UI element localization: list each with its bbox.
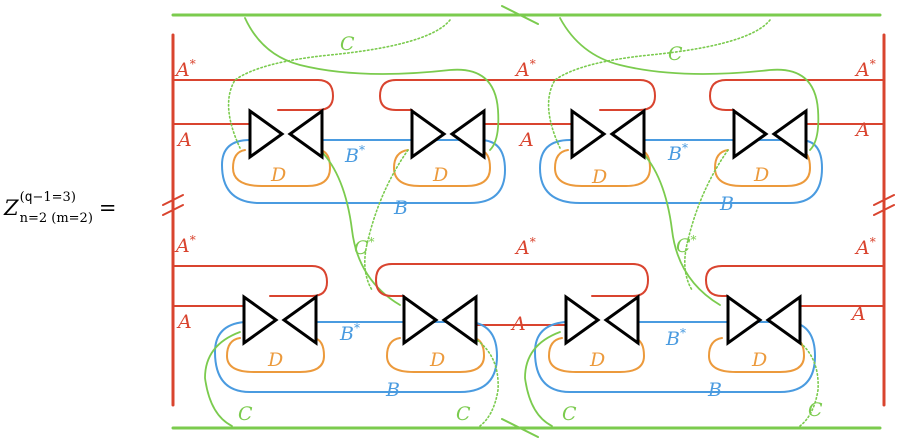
leg-label-c-star: C*: [676, 233, 697, 257]
middle-c-star-solid-left: [319, 149, 401, 306]
leg-label-b: B: [385, 379, 400, 401]
bottom-tick-mark: [501, 418, 539, 438]
middle-c-star-dotted-right: [684, 149, 729, 291]
bottom-d-loop-3: [547, 337, 646, 373]
leg-label-d: D: [432, 164, 448, 186]
leg-label-a: A: [854, 119, 870, 141]
middle-c-star-solid-right: [639, 149, 721, 306]
leg-label-d: D: [753, 164, 769, 186]
leg-label-a-star: A*: [854, 57, 876, 81]
bottom-d-loop-1: [225, 337, 326, 373]
leg-label-c-star: C*: [354, 235, 375, 259]
top-d-loop-4: [713, 149, 812, 187]
bottom-a-star-middle-end: [375, 279, 405, 297]
leg-label-c: C: [456, 403, 471, 425]
triangle-left-1: [287, 108, 324, 160]
top-c-dotted-right: [547, 19, 771, 149]
triangle-left-2: [449, 108, 486, 160]
leg-label-c: C: [562, 403, 577, 425]
leg-label-b: B: [719, 193, 734, 215]
leg-label-a: A: [518, 129, 534, 151]
top-a-star-middle: [379, 79, 657, 111]
bottom-b-loop-right: [533, 321, 817, 393]
triangle-right-8: [726, 294, 763, 346]
triangle-right-6: [402, 294, 439, 346]
triangle-tensors: [242, 108, 808, 346]
leg-label-a: A: [176, 129, 192, 151]
leg-label-a: A: [510, 313, 526, 335]
top-b-loop-left: [220, 139, 507, 204]
leg-label-d: D: [591, 166, 607, 188]
triangle-left-5: [281, 294, 318, 346]
top-d-loop-2: [392, 149, 492, 187]
leg-label-c: C: [808, 399, 823, 421]
top-a-star-right: [709, 79, 885, 97]
bottom-d-loop-4: [707, 337, 806, 373]
triangle-left-3: [609, 108, 646, 160]
leg-label-c: C: [668, 43, 683, 65]
lhs-subscript: n=2 (m=2): [19, 210, 93, 226]
lhs-symbol: Z: [4, 196, 19, 220]
leg-label-b-star: B*: [339, 321, 360, 345]
leg-label-d: D: [267, 349, 283, 371]
bottom-c-dotted-2: [793, 337, 819, 427]
equals-sign: =: [98, 196, 117, 220]
leg-label-a: A: [176, 311, 192, 333]
top-a-star-right-end: [709, 95, 735, 111]
triangle-right-4: [732, 108, 769, 160]
triangle-left-4: [771, 108, 808, 160]
lhs-scripts: (q−1=3) n=2 (m=2): [19, 191, 93, 226]
triangle-left-7: [603, 294, 640, 346]
leg-label-b-star: B*: [665, 326, 686, 350]
leg-label-d: D: [751, 349, 767, 371]
top-tick-mark: [501, 5, 539, 25]
leg-label-b: B: [707, 379, 722, 401]
bottom-b-loop-left: [213, 321, 499, 393]
top-a-star-middle-left-end: [379, 95, 413, 111]
leg-label-a-star: A*: [174, 57, 196, 81]
top-c-solid-left: [244, 17, 500, 151]
leg-label-a-star: A*: [854, 235, 876, 259]
lhs-superscript: (q−1=3): [19, 189, 76, 205]
triangle-left-6: [441, 294, 478, 346]
triangle-left-8: [765, 294, 802, 346]
bottom-a-star-right-end: [705, 279, 729, 297]
leg-label-b-star: B*: [667, 141, 688, 165]
partition-function-label: Z(q−1=3) n=2 (m=2) =: [4, 191, 117, 226]
top-c-solid-right: [559, 17, 820, 151]
bottom-c-dotted-1: [473, 337, 499, 427]
triangle-right-7: [564, 294, 601, 346]
network-lines: [162, 5, 895, 438]
triangle-right-5: [242, 294, 279, 346]
triangle-right-3: [570, 108, 607, 160]
bottom-a-star-right: [705, 265, 885, 281]
top-a-star-left: [172, 79, 335, 111]
leg-label-c: C: [340, 33, 355, 55]
leg-label-b: B: [393, 197, 408, 219]
leg-label-a-star: A*: [174, 233, 196, 257]
leg-label-d: D: [270, 164, 286, 186]
bottom-a-star-left: [172, 265, 329, 297]
leg-label-d: D: [589, 349, 605, 371]
left-tick-mark: [162, 194, 184, 216]
leg-label-a: A: [850, 303, 866, 325]
right-tick-mark: [873, 194, 895, 216]
bottom-c-solid-2: [524, 331, 561, 427]
top-b-loop-right: [538, 139, 824, 204]
leg-label-c: C: [238, 403, 253, 425]
leg-label-d: D: [429, 349, 445, 371]
leg-label-a-star: A*: [514, 235, 536, 259]
leg-label-a-star: A*: [514, 57, 536, 81]
triangle-right-2: [410, 108, 447, 160]
middle-c-star-dotted-left: [364, 149, 409, 291]
bottom-a-star-middle: [375, 263, 650, 297]
leg-label-b-star: B*: [344, 143, 365, 167]
top-c-dotted-left: [227, 19, 451, 149]
leg-labels: A* A A* A A* A A* A A* A A* A B* B B* B B* B B* B C C C* C* C C C C…: [174, 33, 876, 425]
triangle-right-1: [248, 108, 285, 160]
bottom-d-loop-2: [385, 337, 486, 373]
bottom-c-solid-1: [204, 331, 241, 427]
